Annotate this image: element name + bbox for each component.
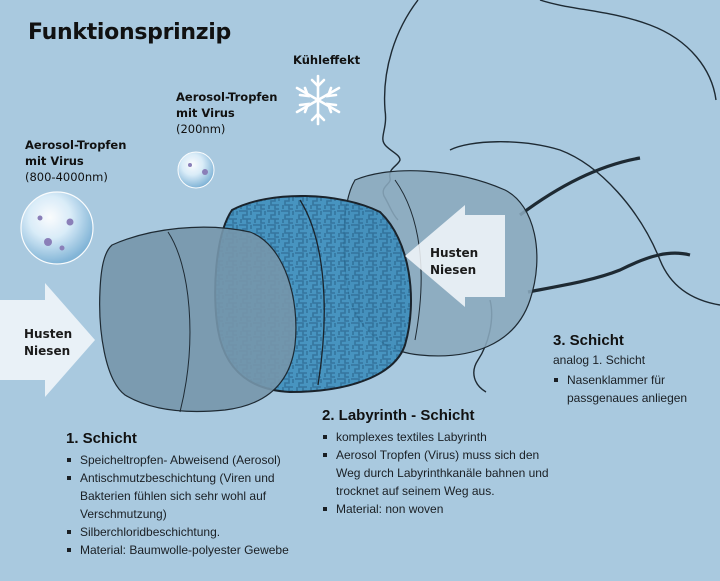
list-item: Antischmutzbeschichtung (Viren und: [66, 469, 336, 487]
aerosol-large-line2: mit Virus: [25, 154, 84, 168]
right-arrow-label: Husten Niesen: [430, 245, 478, 279]
layer1-bullets: Speicheltropfen- Abweisend (Aerosol) Ant…: [66, 451, 336, 559]
snowflake-icon: [295, 74, 341, 126]
list-item: Material: Baumwolle-polyester Gewebe: [66, 541, 336, 559]
page-title: Funktionsprinzip: [28, 20, 231, 45]
aerosol-large-line1: Aerosol-Tropfen: [25, 138, 127, 152]
list-item-continuation: Verschmutzung): [80, 507, 167, 521]
list-item-continuation: Weg durch Labyrinthkanäle bahnen und: [336, 466, 549, 480]
aerosol-small-size: (200nm): [176, 122, 226, 136]
left-arrow: [0, 283, 95, 397]
aerosol-large-size: (800-4000nm): [25, 170, 108, 184]
layer2-section: 2. Labyrinth - Schicht komplexes textile…: [322, 407, 582, 518]
aerosol-small-label: Aerosol-Tropfen mit Virus (200nm): [176, 89, 277, 137]
left-arrow-line2: Niesen: [24, 344, 71, 358]
list-item: Nasenklammer für: [553, 371, 713, 389]
right-arrow: [405, 205, 505, 307]
left-arrow-line1: Husten: [24, 327, 73, 341]
cooling-label: Kühleffekt: [293, 53, 361, 67]
layer1-shape: [99, 226, 297, 413]
list-item: Speicheltropfen- Abweisend (Aerosol): [66, 451, 336, 469]
layer3-section: 3. Schicht analog 1. Schicht Nasenklamme…: [553, 332, 713, 407]
list-item: Silberchloridbeschichtung.: [66, 523, 336, 541]
virus-droplet-icon-large: [20, 191, 94, 265]
layer2-bullets: komplexes textiles Labyrinth Aerosol Tro…: [322, 428, 582, 518]
aerosol-small-line2: mit Virus: [176, 106, 235, 120]
list-item-continuation: passgenaues anliegen: [567, 391, 688, 405]
layer2-heading: 2. Labyrinth - Schicht: [322, 407, 475, 424]
right-arrow-line1: Husten: [430, 246, 479, 260]
layer3-heading: 3. Schicht: [553, 332, 624, 349]
list-item-continuation: Bakterien fühlen sich sehr wohl auf: [80, 489, 267, 503]
layer1-section: 1. Schicht Speicheltropfen- Abweisend (A…: [66, 430, 336, 559]
layer1-heading: 1. Schicht: [66, 430, 137, 447]
ear-strap: [519, 156, 691, 294]
aerosol-small-line1: Aerosol-Tropfen: [176, 90, 278, 104]
layer3-bullets: Nasenklammer für passgenaues anliegen: [553, 371, 713, 407]
list-item-continuation: trocknet auf seinem Weg aus.: [336, 484, 495, 498]
layer3-subtitle: analog 1. Schicht: [553, 353, 646, 367]
aerosol-large-label: Aerosol-Tropfen mit Virus (800-4000nm): [25, 137, 126, 185]
right-arrow-line2: Niesen: [430, 263, 477, 277]
virus-droplet-icon: [177, 151, 215, 189]
list-item: Material: non woven: [322, 500, 582, 518]
list-item: Aerosol Tropfen (Virus) muss sich den: [322, 446, 582, 464]
list-item: komplexes textiles Labyrinth: [322, 428, 582, 446]
left-arrow-label: Husten Niesen: [24, 326, 72, 360]
head-outline: [382, 0, 720, 393]
